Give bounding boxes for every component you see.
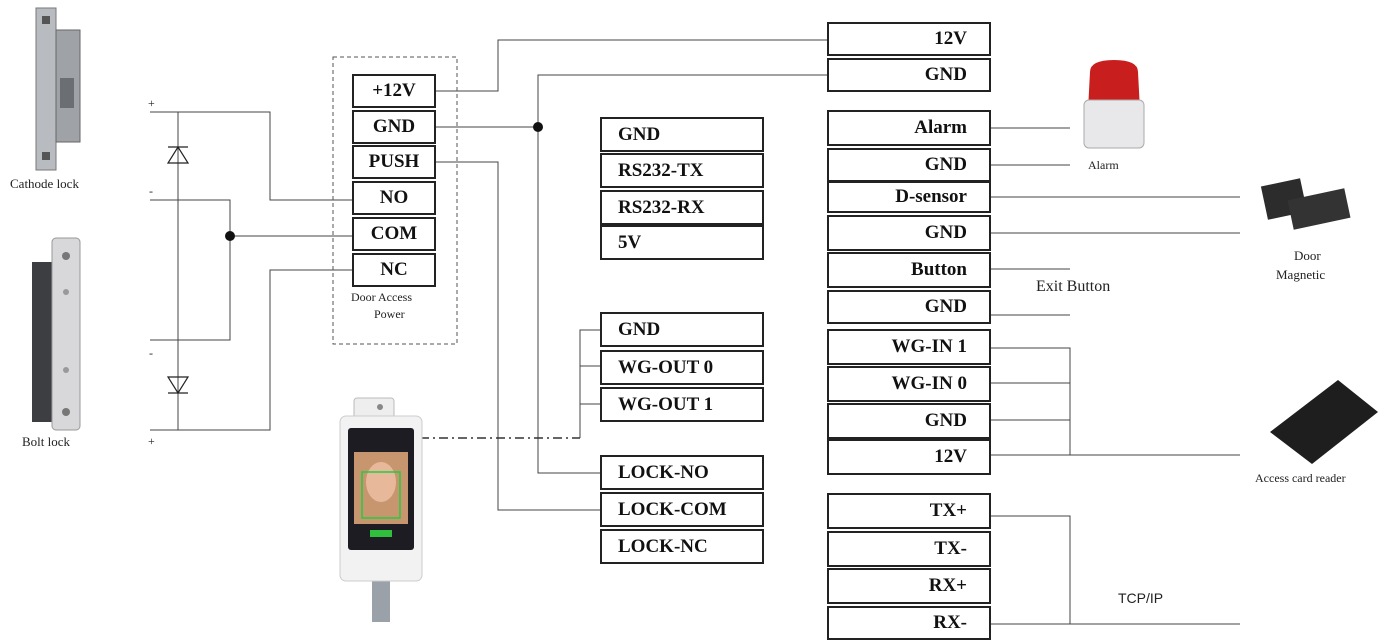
- junction-dot: [225, 231, 235, 241]
- right-terminal-d-sensor: D-sensor: [827, 181, 991, 213]
- face-terminal-icon: [339, 397, 423, 622]
- right-terminal-gnd-alarm: GND: [827, 148, 991, 182]
- right-terminal-12v-top: 12V: [827, 22, 991, 56]
- right-terminal-12v-wg: 12V: [827, 439, 991, 475]
- power-label-line2: Power: [374, 307, 405, 321]
- right-terminal-gnd-sensor: GND: [827, 215, 991, 251]
- right-terminal-button: Button: [827, 252, 991, 288]
- power-label-line1: Door Access: [351, 290, 412, 304]
- right-terminal-gnd-button: GND: [827, 290, 991, 324]
- wiegand-out-terminal-0: WG-OUT 0: [600, 350, 764, 385]
- polarity-minus-top: -: [149, 184, 153, 198]
- polarity-minus-bottom: -: [149, 346, 153, 360]
- power-terminal-nc: NC: [352, 253, 436, 287]
- right-terminal-gnd-wg: GND: [827, 403, 991, 439]
- right-terminal-gnd-top: GND: [827, 58, 991, 92]
- polarity-plus-top: +: [148, 96, 155, 110]
- door-magnetic-icon: [1260, 178, 1351, 230]
- diode-top-icon: [166, 145, 190, 164]
- wiegand-out-terminal-1: WG-OUT 1: [600, 387, 764, 422]
- serial-terminal-gnd: GND: [600, 117, 764, 152]
- diode-bottom-icon: [166, 376, 190, 395]
- right-terminal-rx-minus: RX-: [827, 606, 991, 640]
- right-terminal-wg-in-1: WG-IN 1: [827, 329, 991, 365]
- alarm-label: Alarm: [1088, 158, 1119, 172]
- right-terminal-tx-minus: TX-: [827, 531, 991, 567]
- serial-terminal-5v: 5V: [600, 225, 764, 260]
- power-terminal-com: COM: [352, 217, 436, 251]
- lock-terminal-nc: LOCK-NC: [600, 529, 764, 564]
- right-terminal-wg-in-0: WG-IN 0: [827, 366, 991, 402]
- door-magnetic-label-line1: Door: [1294, 248, 1321, 263]
- cathode-lock-icon: [35, 7, 81, 171]
- card-reader-icon: [1270, 380, 1378, 464]
- lock-terminal-no: LOCK-NO: [600, 455, 764, 490]
- bolt-lock-icon: [32, 237, 81, 431]
- cathode-lock-label: Cathode lock: [10, 176, 79, 191]
- serial-terminal-rs232-rx: RS232-RX: [600, 190, 764, 225]
- tcpip-label: TCP/IP: [1118, 590, 1164, 606]
- exit-button-label: Exit Button: [1036, 278, 1111, 295]
- card-reader-label: Access card reader: [1255, 471, 1346, 485]
- junction-dot: [533, 122, 543, 132]
- power-terminal-push: PUSH: [352, 145, 436, 179]
- power-terminal-gnd: GND: [352, 110, 436, 144]
- serial-terminal-rs232-tx: RS232-TX: [600, 153, 764, 188]
- power-terminal-no: NO: [352, 181, 436, 215]
- alarm-icon: [1083, 60, 1145, 149]
- bolt-lock-label: Bolt lock: [22, 434, 71, 449]
- right-terminal-tx-plus: TX+: [827, 493, 991, 529]
- right-terminal-rx-plus: RX+: [827, 568, 991, 604]
- lock-terminal-com: LOCK-COM: [600, 492, 764, 527]
- polarity-plus-bottom: +: [148, 434, 155, 448]
- power-terminal-12v: +12V: [352, 74, 436, 108]
- right-terminal-alarm: Alarm: [827, 110, 991, 146]
- wiegand-out-terminal-gnd: GND: [600, 312, 764, 347]
- door-magnetic-label-line2: Magnetic: [1276, 267, 1326, 282]
